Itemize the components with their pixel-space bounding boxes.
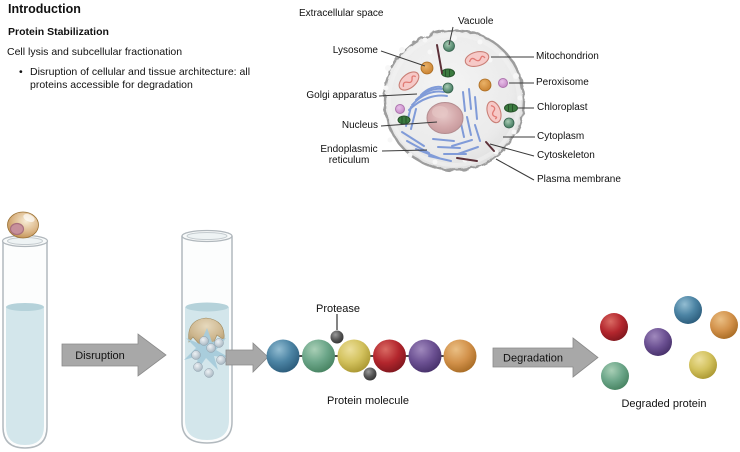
- degraded-protein-label: Degraded protein: [621, 398, 706, 410]
- protease-molecule: [330, 330, 344, 344]
- golgi-apparatus-shape: [408, 85, 448, 111]
- page-title: Introduction: [8, 2, 81, 16]
- peroxisome-shape: [395, 78, 508, 114]
- transfer-arrow: [225, 342, 269, 373]
- test-tube-1: [1, 211, 49, 449]
- disruption-arrow: Disruption: [61, 333, 167, 377]
- degradation-arrow-shape: [492, 337, 599, 378]
- degradation-arrow: Degradation: [492, 337, 599, 378]
- degraded-protein: Degraded protein: [600, 296, 738, 410]
- label-peroxisome: Peroxisome: [536, 77, 589, 88]
- cell-diagram: [378, 26, 535, 181]
- cell-fragments: [191, 336, 226, 378]
- cytoskeleton-shape: [436, 44, 495, 162]
- process-diagram: Disruption: [1, 211, 738, 449]
- degraded-bead-purple: [644, 328, 672, 356]
- disruption-arrow-label: Disruption: [75, 350, 125, 362]
- label-vacuole: Vacuole: [458, 16, 494, 27]
- label-golgi-apparatus: Golgi apparatus: [306, 90, 377, 101]
- protein-bead-purple: [408, 339, 442, 373]
- label-cytoplasm: Cytoplasm: [537, 131, 585, 142]
- protease-molecule: [363, 367, 377, 381]
- protease-label: Protease: [316, 303, 360, 315]
- lysed-cell: [184, 317, 230, 378]
- label-lysosome: Lysosome: [332, 45, 378, 56]
- protein-bead-yellow: [337, 339, 371, 373]
- disruption-arrow-shape: [61, 333, 167, 377]
- protein-bead-red: [373, 339, 406, 373]
- degraded-bead-yellow: [689, 351, 717, 379]
- label-nucleus: Nucleus: [341, 120, 378, 131]
- label-cytoskeleton: Cytoskeleton: [537, 150, 595, 161]
- intact-cell: [7, 211, 39, 239]
- bullet-item: Disruption of cellular and tissue archit…: [19, 66, 282, 92]
- protein-bead-blue: [266, 339, 300, 373]
- degraded-bead-red: [600, 313, 628, 341]
- label-extracellular-space: Extracellular space: [299, 8, 384, 19]
- degraded-bead-blue: [674, 296, 702, 324]
- lysosome-shape: [420, 61, 492, 92]
- plasma-membrane-shape: [382, 28, 526, 172]
- endoplasmic-reticulum-shape: [401, 88, 481, 162]
- protein-molecule-label: Protein molecule: [327, 395, 409, 407]
- vacuole-shape: [442, 40, 515, 129]
- label-pointer-lines: [378, 26, 535, 181]
- lead-text: Cell lysis and subcellular fractionation: [7, 46, 183, 58]
- degradation-arrow-label: Degradation: [503, 353, 563, 365]
- section-heading: Protein Stabilization: [8, 26, 109, 38]
- cytoplasm-texture: [383, 35, 523, 165]
- degraded-bead-green: [601, 362, 629, 390]
- label-plasma-membrane: Plasma membrane: [537, 174, 621, 185]
- degraded-bead-orange: [710, 311, 738, 339]
- mitochondrion-shape: [398, 51, 502, 124]
- label-chloroplast: Chloroplast: [537, 102, 588, 113]
- test-tube-2: [181, 229, 233, 444]
- chloroplast-shape: [397, 68, 518, 125]
- protein-bead-green: [302, 339, 335, 373]
- nucleus-shape: [426, 102, 464, 134]
- protein-molecule: Protease Protein molecule: [266, 303, 477, 407]
- label-mitochondrion: Mitochondrion: [536, 51, 599, 62]
- label-endoplasmic-reticulum: Endoplasmic reticulum: [320, 144, 378, 166]
- protein-bead-orange: [443, 339, 477, 373]
